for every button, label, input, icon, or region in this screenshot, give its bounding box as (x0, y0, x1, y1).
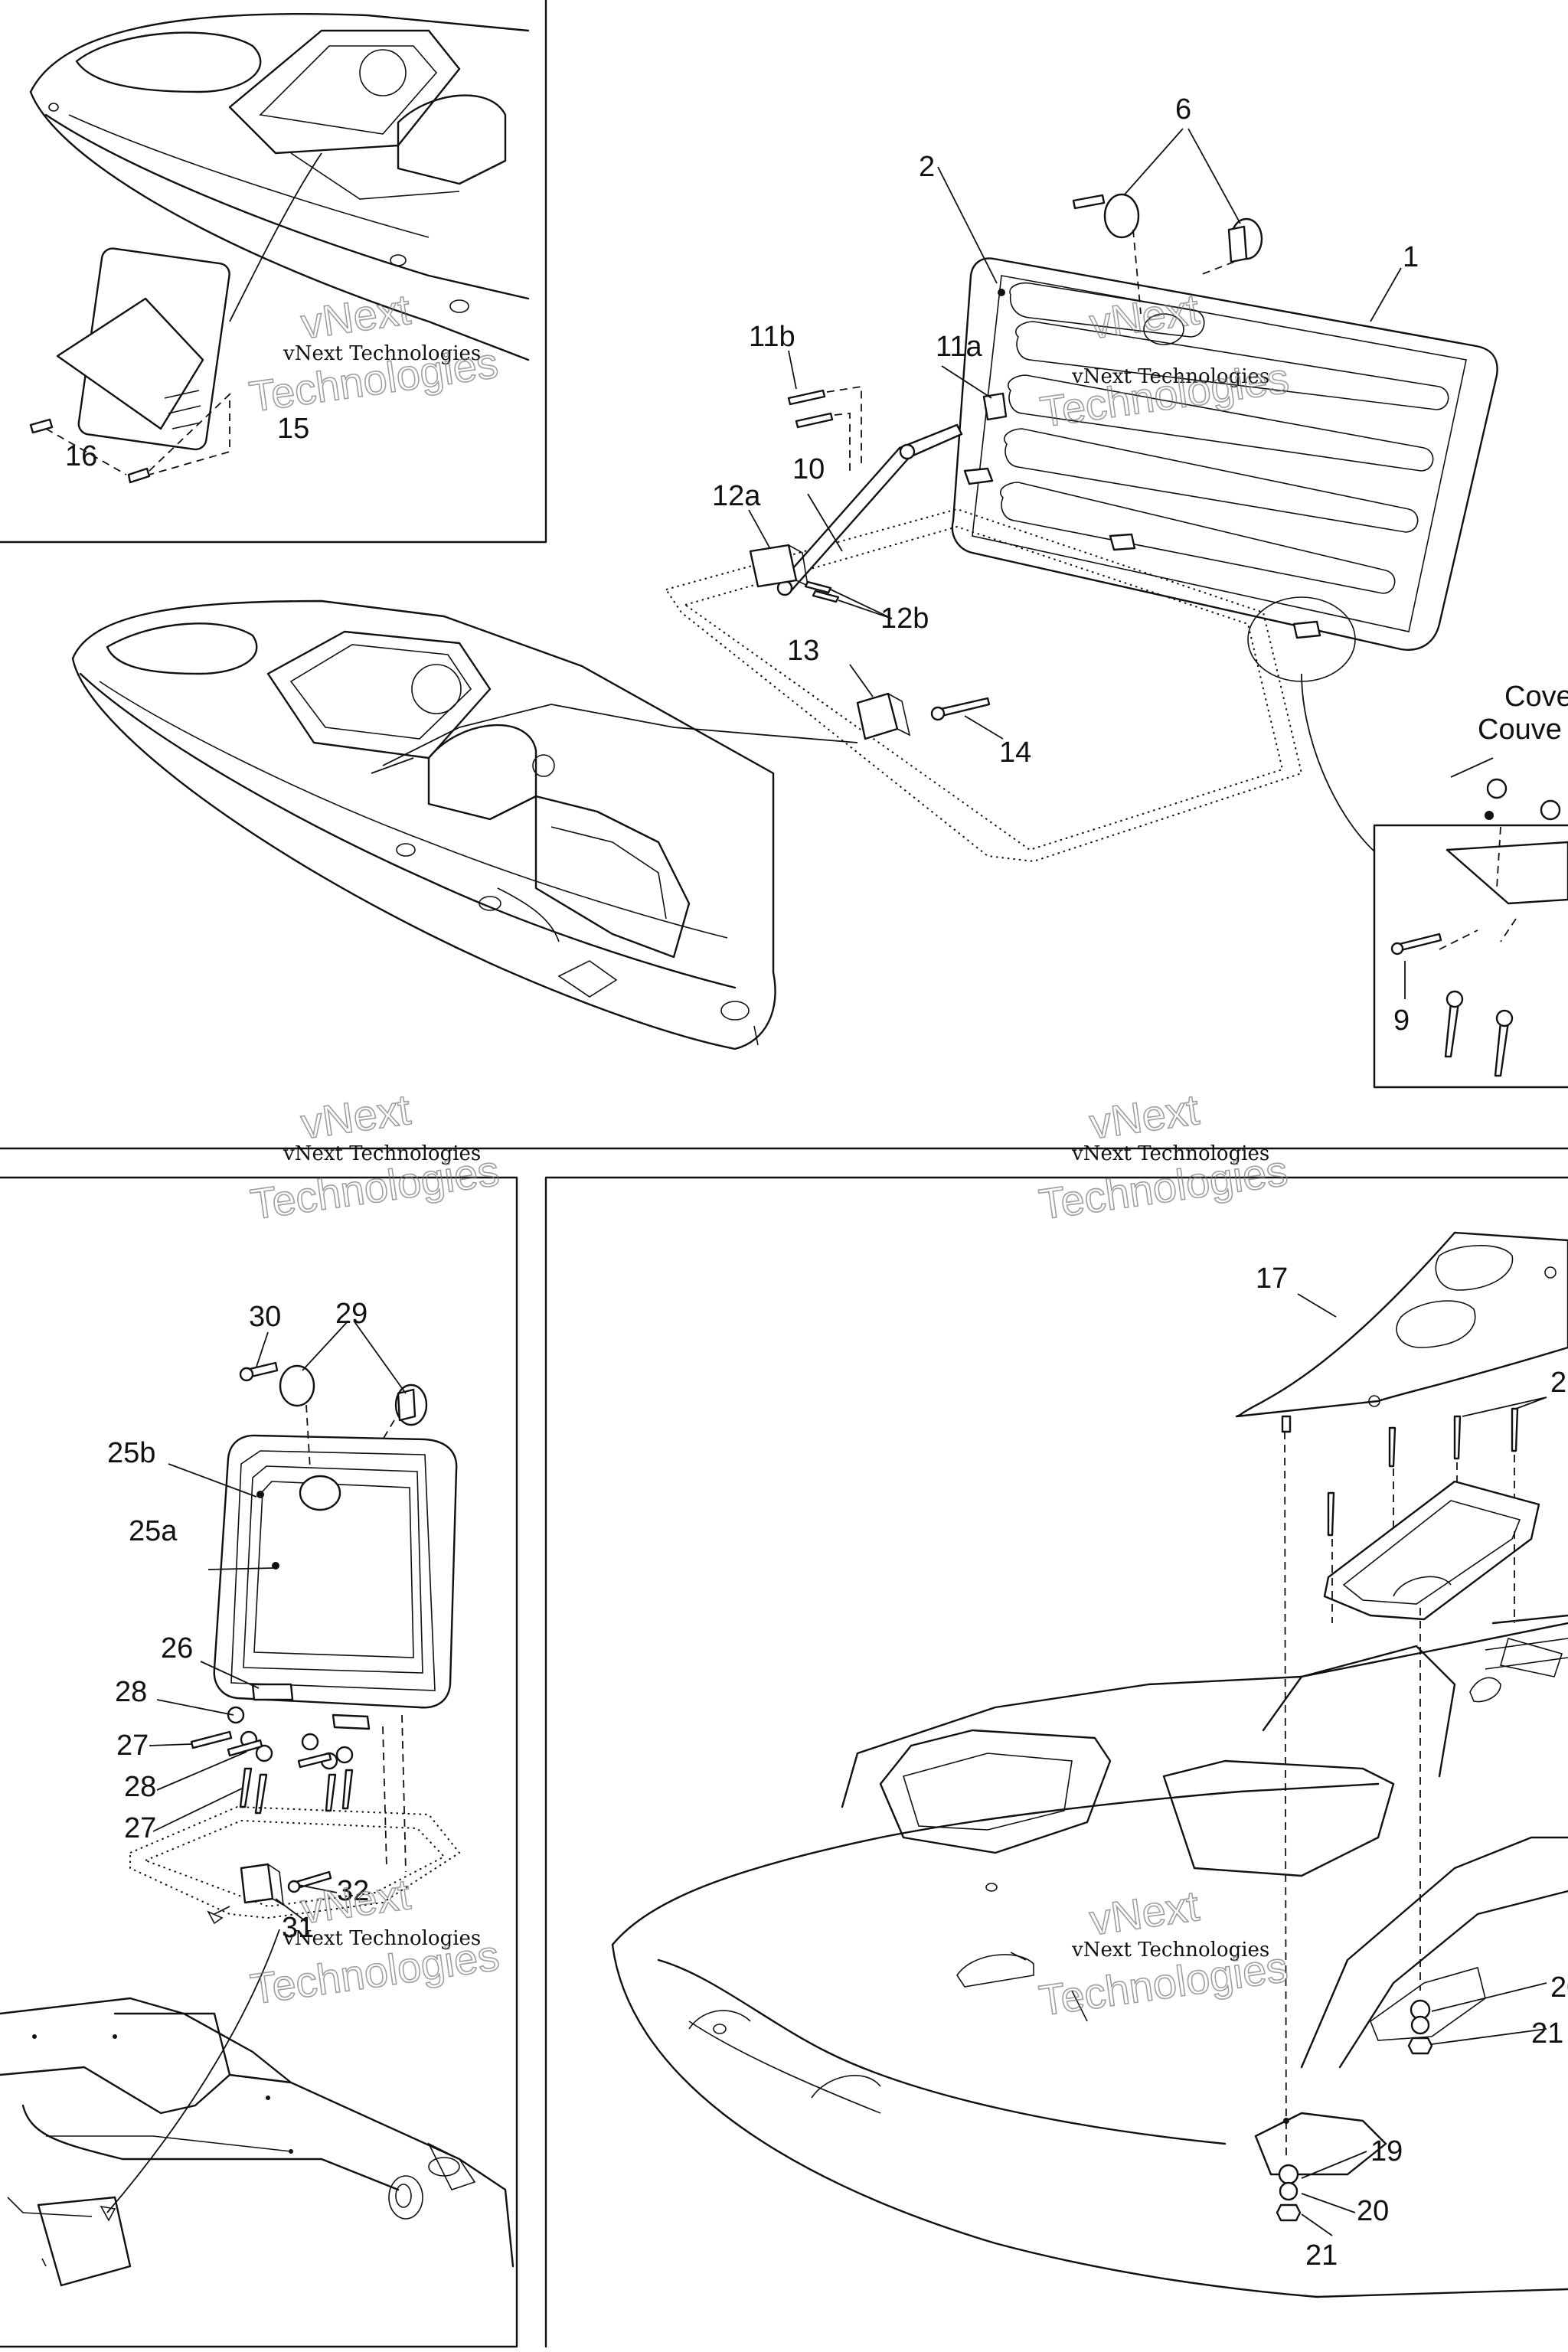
watermark-1: vNext vNext Technologies Technologies (246, 284, 501, 421)
watermark-3: vNext vNext Technologies Technologies (247, 1084, 502, 1229)
callout-11b: 11b (749, 321, 795, 353)
callout-15: 15 (277, 413, 309, 445)
callout-labels: 1 2 6 9 10 11a 11b 12a 12b 13 14 15 16 1… (65, 93, 1568, 2272)
screw-16a (29, 418, 54, 434)
callout-17: 17 (1256, 1263, 1288, 1295)
callout-16: 16 (65, 440, 97, 472)
callout-19: 19 (1370, 2135, 1403, 2167)
watermark-4: vNext vNext Technologies Technologies (1035, 1084, 1291, 1229)
rivets-12b (804, 580, 840, 603)
callout-1: 1 (1403, 241, 1419, 273)
callout-12b: 12b (880, 603, 929, 635)
hatch-frame (213, 1434, 458, 1709)
callout-27-lower: 27 (124, 1812, 156, 1844)
callout-32: 32 (337, 1875, 369, 1907)
hatch-lid-25a (253, 1481, 414, 1658)
screw-16b (127, 467, 151, 484)
svg-text:vNext Technologies: vNext Technologies (283, 342, 481, 365)
callout-9: 9 (1393, 1004, 1410, 1037)
callout-30: 30 (249, 1301, 281, 1333)
svg-text:vNext Technologies: vNext Technologies (283, 1927, 481, 1950)
svg-text:vNext Technologies: vNext Technologies (1071, 1939, 1269, 1962)
cover-17 (1235, 1231, 1568, 1418)
callout-6: 6 (1175, 93, 1191, 126)
tray (1323, 1480, 1540, 1621)
cover-panel-assembly (665, 257, 1498, 863)
svg-text:vNext Technologies: vNext Technologies (1071, 365, 1269, 388)
callout-20: 20 (1357, 2195, 1389, 2227)
screw-14 (930, 697, 991, 721)
bracket-12a (749, 544, 809, 588)
grommets-6 (1072, 193, 1263, 315)
hatch-lid (56, 297, 204, 430)
boat-bottom-left (0, 1929, 514, 2287)
callout-28-lower: 28 (124, 1771, 156, 1803)
inset-boat-top-left (29, 12, 530, 484)
callout-13: 13 (787, 635, 819, 667)
callout-29: 29 (335, 1298, 368, 1330)
callout-27: 27 (116, 1730, 149, 1762)
callout-22: 2 (1550, 1367, 1566, 1399)
detail-hinge (1247, 596, 1568, 1077)
callout-10: 10 (792, 453, 825, 485)
callout-31: 31 (282, 1912, 314, 1944)
cover-grommet-hole (1143, 313, 1184, 345)
callout-12a: 12a (712, 480, 761, 512)
callout-28: 28 (115, 1676, 147, 1708)
callout-25a: 25a (129, 1515, 178, 1547)
screws-11b (787, 385, 862, 471)
seat-module-assembly (611, 1231, 1568, 2298)
svg-text:vNext: vNext (298, 1085, 413, 1148)
callout-21-right: 21 (1531, 2017, 1563, 2050)
svg-text:vNext Technologies: vNext Technologies (283, 1142, 481, 1165)
watermark-6: vNext vNext Technologies Technologies (1035, 1880, 1291, 2025)
callout-2: 2 (919, 151, 935, 183)
svg-text:vNext Technologies: vNext Technologies (1071, 1142, 1269, 1165)
gas-spring-10 (776, 423, 963, 596)
svg-text:vNext: vNext (1086, 1085, 1202, 1148)
svg-text:vNext: vNext (298, 285, 413, 348)
watermark-5: vNext vNext Technologies Technologies (247, 1869, 502, 2014)
cover-panel (951, 257, 1498, 651)
callout-14: 14 (999, 737, 1031, 769)
block-13 (856, 692, 911, 740)
callout-leaders-bottom (149, 1293, 1547, 2236)
callout-20-right: 20 (1550, 1971, 1568, 2004)
detail-label-line2: Couve (1478, 714, 1562, 746)
callout-11a: 11a (936, 331, 982, 363)
hatch-25-assembly (129, 1361, 461, 1925)
boat-main-view (71, 599, 858, 1050)
callout-25b: 25b (107, 1437, 155, 1469)
callout-21: 21 (1305, 2239, 1338, 2272)
callout-26: 26 (161, 1632, 193, 1664)
svg-text:vNext: vNext (1086, 1881, 1202, 1944)
detail-label-line1: Cove (1504, 681, 1568, 713)
callout-leaders-top (748, 128, 1402, 740)
